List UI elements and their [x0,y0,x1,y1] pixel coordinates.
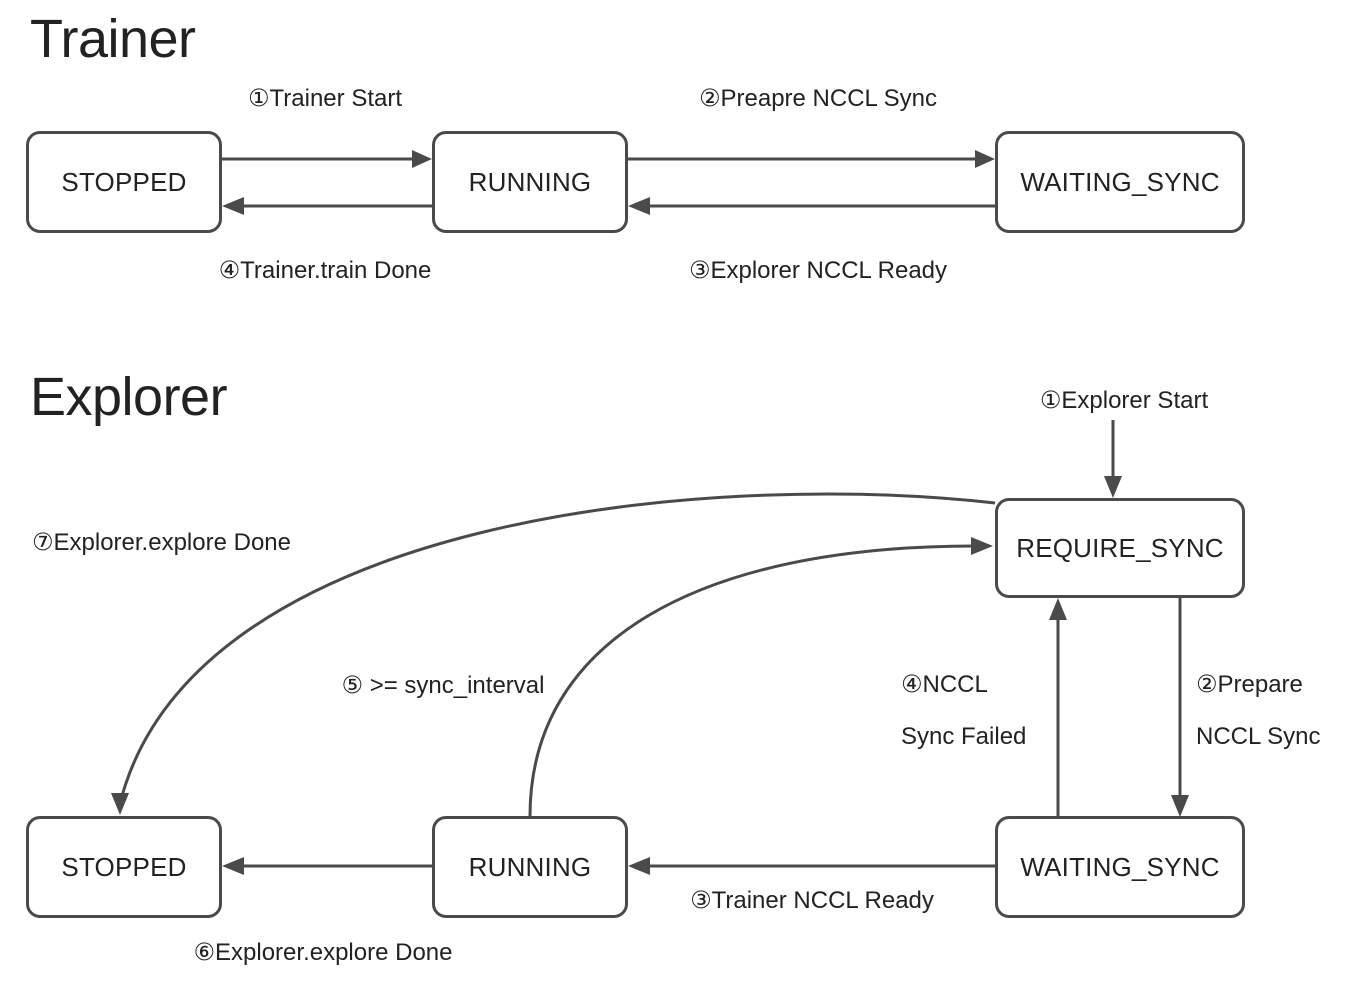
edge-trainer-train-done [222,197,432,215]
edge-trainer-prepare-nccl-sync [628,150,995,168]
edge-label-explorer-start: ①Explorer Start [1039,387,1209,414]
edge-label-explorer-sync-interval: ⑤ >= sync_interval [341,672,545,699]
edge-label-explorer-sync-failed-line2: Sync Failed [901,723,1027,750]
edge-explorer-prepare-nccl-sync [1171,598,1189,817]
edge-trainer-explorer-nccl-ready [628,197,995,215]
edge-label-explorer-explore-done-require-sync: ⑦Explorer.explore Done [32,529,291,556]
edge-explorer-start [1104,420,1122,498]
state-node-trainer-waiting-sync[interactable]: WAITING_SYNC [995,131,1245,233]
edge-label-explorer-sync-failed-line1: ④NCCL [901,671,988,698]
edge-trainer-start [222,150,432,168]
state-node-trainer-stopped[interactable]: STOPPED [26,131,222,233]
edge-explorer-trainer-nccl-ready [628,857,995,875]
edge-label-trainer-start: ①Trainer Start [248,85,402,112]
edge-label-trainer-train-done: ④Trainer.train Done [218,257,432,284]
state-node-trainer-running[interactable]: RUNNING [432,131,628,233]
section-title-trainer: Trainer [30,9,196,69]
edge-explorer-explore-done-running [222,857,432,875]
section-title-explorer: Explorer [30,367,228,427]
edge-explorer-nccl-sync-failed [1049,598,1067,817]
edge-label-explorer-prepare-nccl-sync: ②Prepare NCCL Sync [1196,670,1320,752]
edge-label-trainer-prepare-nccl-sync: ②Preapre NCCL Sync [698,85,938,112]
state-node-explorer-running[interactable]: RUNNING [432,816,628,918]
state-node-explorer-require-sync[interactable]: REQUIRE_SYNC [995,498,1245,598]
edge-label-explorer-explore-done-running: ⑥Explorer.explore Done [193,939,453,966]
edge-label-trainer-explorer-nccl-ready: ③Explorer NCCL Ready [688,257,948,284]
edge-label-explorer-prepare-line2: NCCL Sync [1196,723,1321,750]
state-node-explorer-stopped[interactable]: STOPPED [26,816,222,918]
state-node-explorer-waiting-sync[interactable]: WAITING_SYNC [995,816,1245,918]
edge-label-explorer-nccl-sync-failed: ④NCCL Sync Failed [901,670,1026,752]
edge-label-explorer-trainer-nccl-ready: ③Trainer NCCL Ready [690,887,934,914]
edge-label-explorer-prepare-line1: ②Prepare [1196,671,1303,698]
